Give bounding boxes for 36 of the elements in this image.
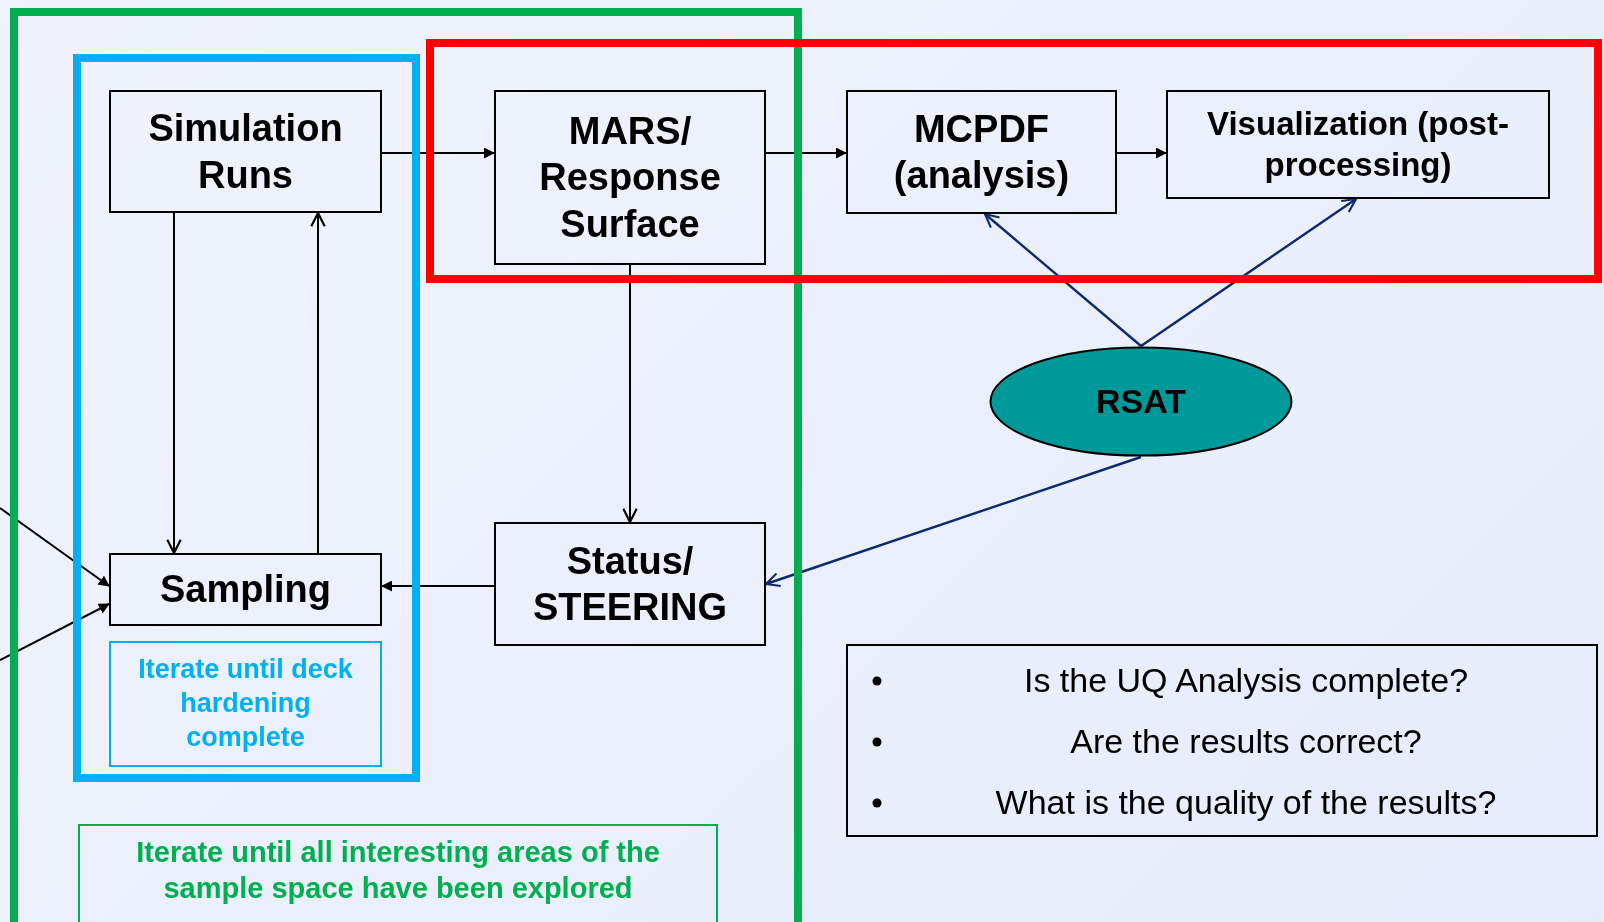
bullet-item: Are the results correct? bbox=[1070, 722, 1422, 760]
bullet-item: Is the UQ Analysis complete? bbox=[1023, 661, 1469, 699]
arrow bbox=[622, 264, 638, 524]
box-label: Status/ STEERING bbox=[531, 538, 729, 630]
process-box bbox=[109, 90, 382, 213]
bullet-item: What is the quality of the results? bbox=[995, 783, 1497, 821]
arrow bbox=[764, 455, 1142, 588]
arrow bbox=[0, 507, 110, 587]
box-label: MCPDF (analysis) bbox=[892, 106, 1071, 198]
node-label: RSAT bbox=[1096, 381, 1186, 423]
process-box bbox=[846, 90, 1117, 214]
note-text: Iterate until deck hardening complete bbox=[137, 653, 354, 754]
arrow bbox=[1140, 197, 1358, 347]
note-box bbox=[78, 824, 718, 922]
box-label: Visualization (post-processing) bbox=[1206, 104, 1510, 185]
arrow bbox=[983, 212, 1142, 347]
arrow bbox=[381, 580, 495, 592]
group-frame bbox=[426, 39, 1602, 283]
arrow bbox=[381, 147, 495, 159]
arrow bbox=[0, 603, 110, 661]
note-text: Iterate until all interesting areas of the sample space have been explored bbox=[135, 835, 661, 907]
box-label: Sampling bbox=[160, 567, 331, 613]
group-frame bbox=[10, 8, 802, 922]
process-box bbox=[494, 522, 766, 646]
note-box bbox=[109, 641, 382, 767]
process-box bbox=[494, 90, 766, 265]
process-box bbox=[1166, 90, 1550, 199]
group-frame bbox=[73, 54, 420, 782]
box-label: Simulation Runs bbox=[147, 106, 344, 198]
arrow bbox=[166, 212, 182, 555]
arrow bbox=[310, 211, 326, 554]
question-list-box bbox=[846, 644, 1598, 837]
arrow bbox=[1116, 147, 1167, 159]
box-label: MARS/ Response Surface bbox=[538, 108, 722, 247]
process-box bbox=[109, 553, 382, 626]
arrow bbox=[765, 147, 847, 159]
